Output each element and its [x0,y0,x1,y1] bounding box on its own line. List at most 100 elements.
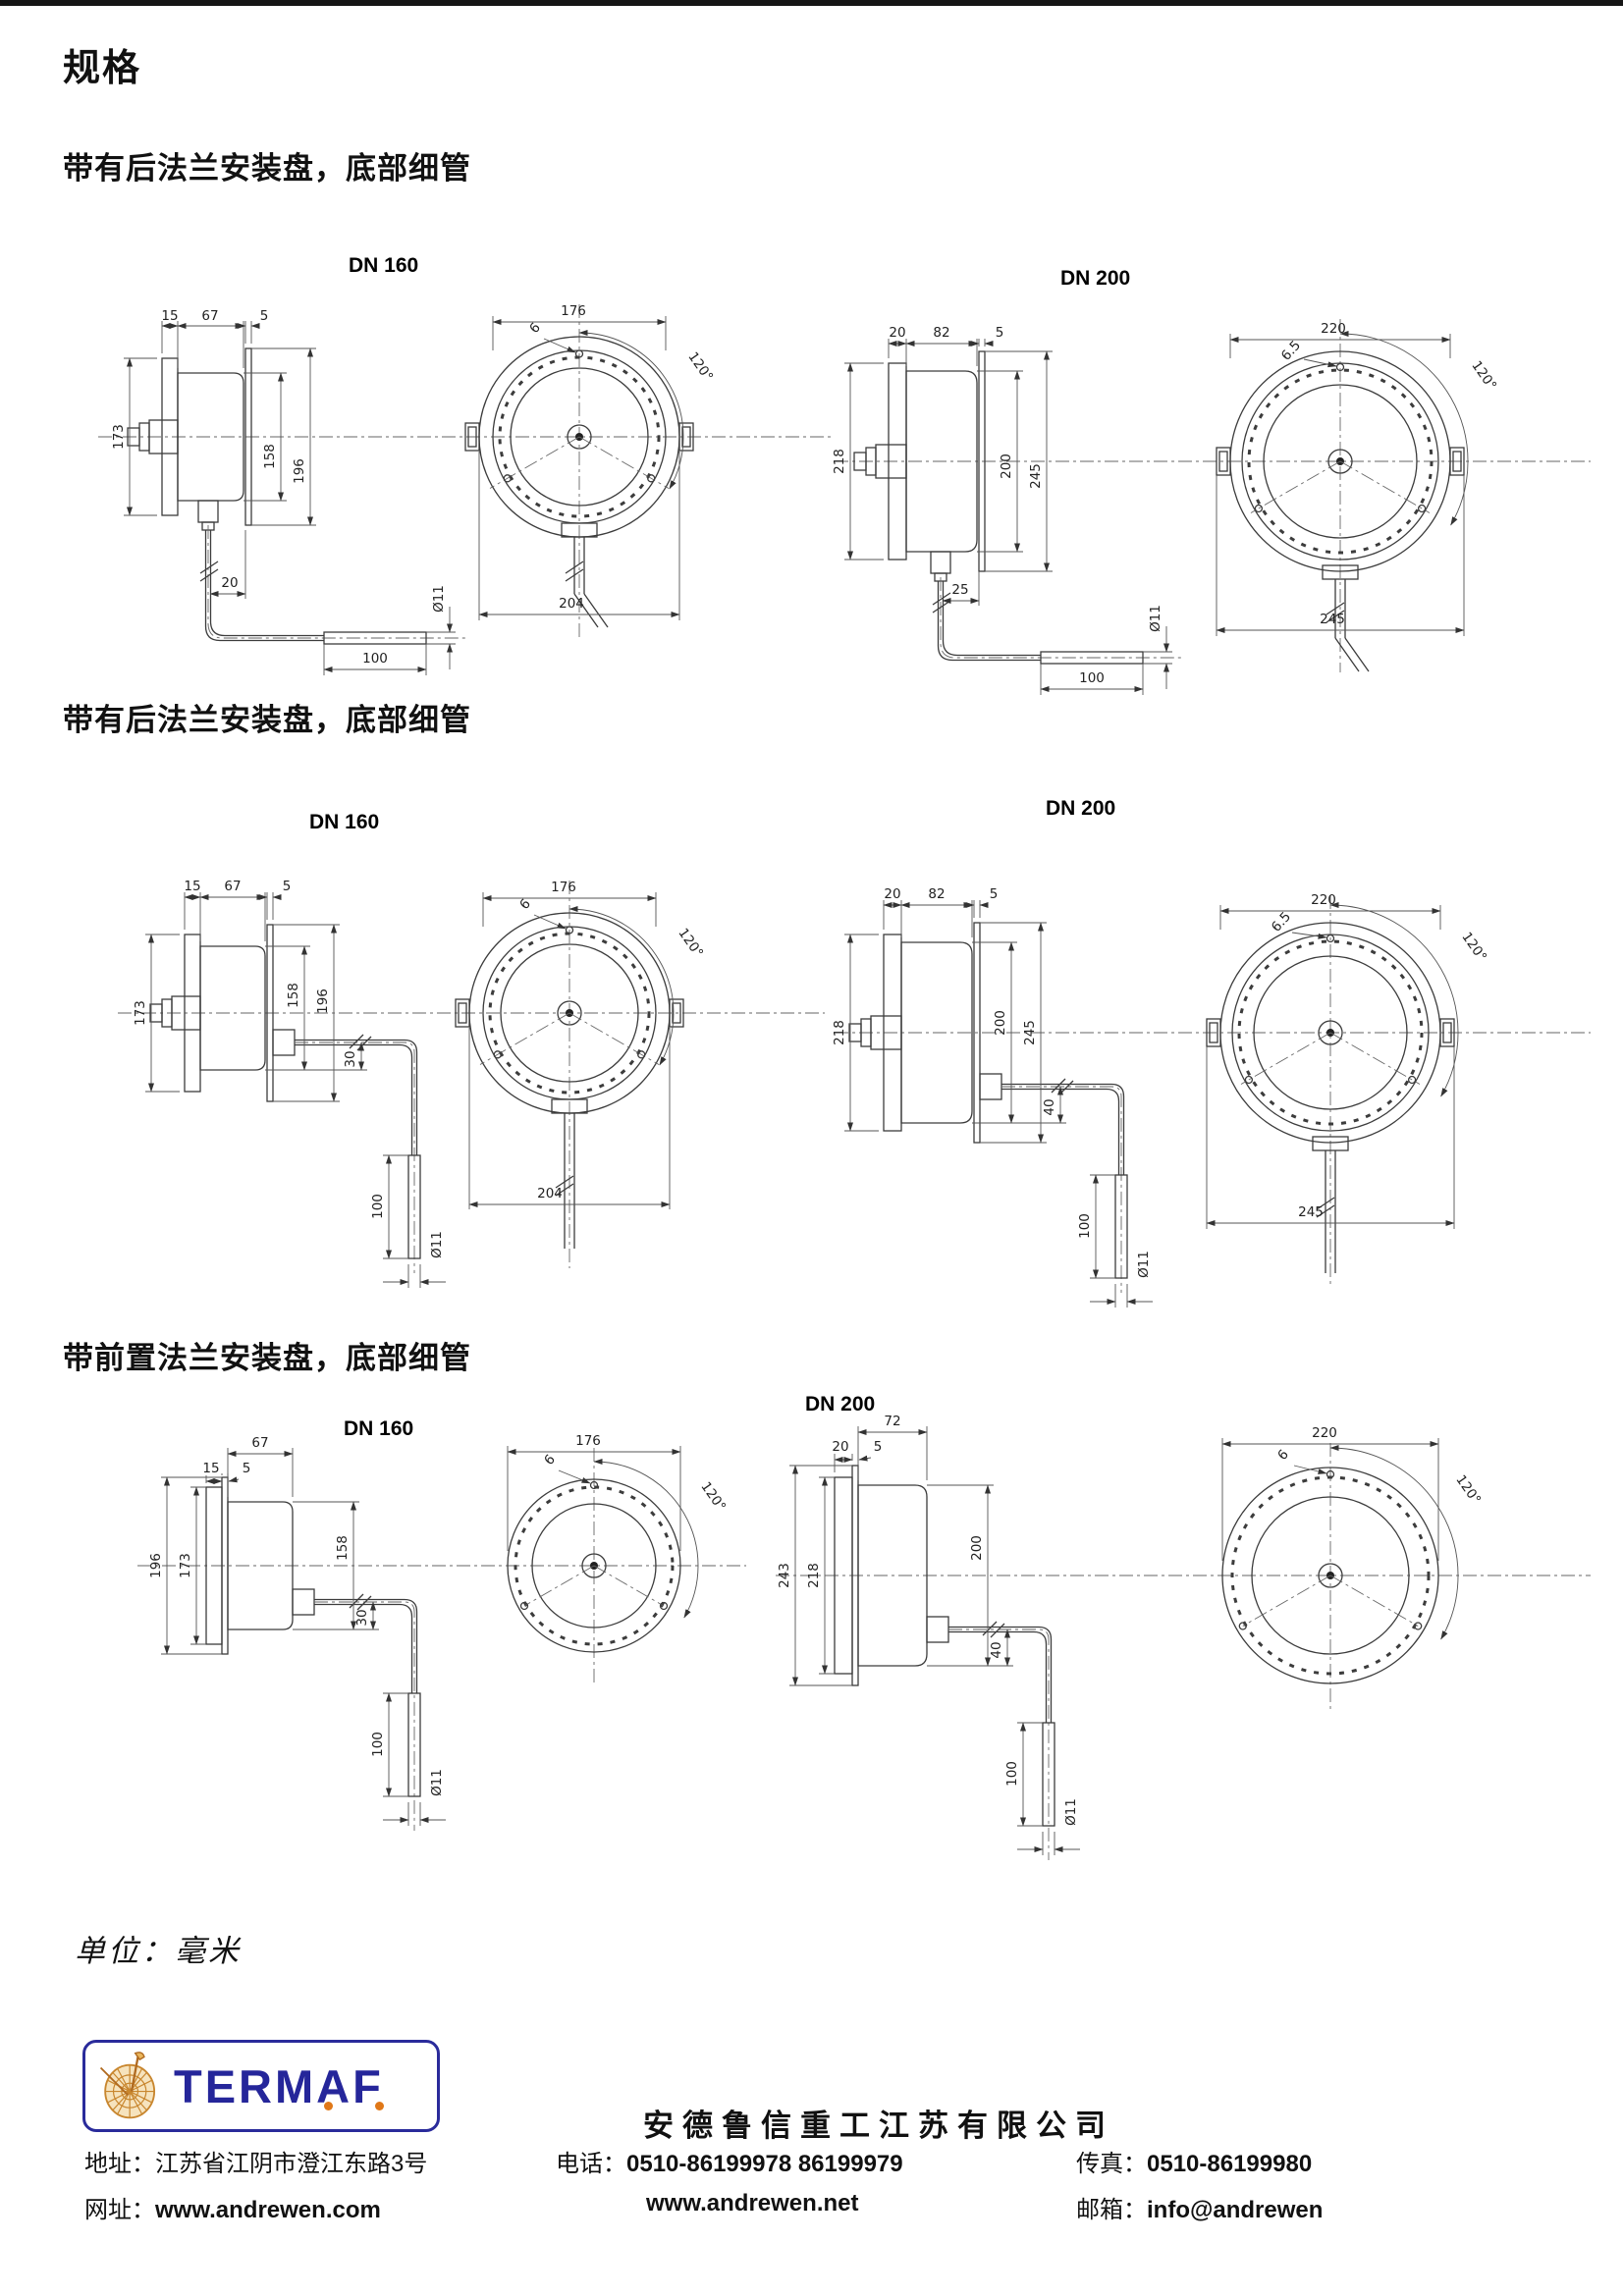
section-1-heading: 带有后法兰安装盘，底部细管 [63,151,471,186]
dim-label: Ø11 [1063,1798,1079,1826]
dim-label: 20 [832,1439,848,1455]
dim-label: 6 [1274,1447,1292,1464]
dim-label: 100 [1079,670,1105,686]
front-view-drawing: 220 6.5 120° 245 [1206,892,1489,1288]
dim-label: 5 [283,879,292,894]
dim-label: 200 [993,1010,1008,1036]
dim-label: 5 [260,308,269,324]
dim-label: 196 [292,458,307,484]
website-value-1: www.andrewen.com [155,2197,381,2223]
dim-label: 204 [559,596,584,612]
dn-size-label: DN 200 [1060,267,1130,290]
dim-label: 120° [675,926,706,961]
dim-label: 220 [1311,892,1336,908]
dim-label: 6 [541,1452,559,1468]
phone-value: 0510-86199978 86199979 [626,2151,903,2177]
phone-line: 电话：0510-86199978 86199979 [556,2144,1076,2178]
dim-label: 15 [161,308,178,324]
fax-label: 传真： [1076,2151,1147,2177]
side-view-drawing: 15 67 5 173 158 196 30 100 Ø11 [118,879,825,1288]
dim-label: 6.5 [1269,909,1294,935]
dim-label: 220 [1321,321,1346,337]
side-view-drawing: 72 20 5 243 218 200 40 100 Ø11 [776,1414,1591,1860]
fax-value: 0510-86199980 [1147,2151,1313,2177]
front-view-drawing: 176 6 120° 204 [455,880,706,1268]
phone-label: 电话： [556,2151,626,2177]
website-label: 网址： [84,2197,155,2223]
front-view-drawing: 220 6 120° [1221,1425,1484,1713]
address-label: 地址： [84,2151,155,2177]
dim-label: 200 [969,1535,985,1561]
email-line: 邮箱：info@andrewen [1076,2190,1557,2224]
dn-size-label: DN 160 [344,1417,413,1440]
logo-wordmark: TERMAF [174,2059,384,2112]
email-value: info@andrewen [1147,2197,1324,2223]
dim-label: 220 [1312,1425,1337,1441]
dim-label: 100 [370,1194,386,1219]
dim-label: 245 [1320,612,1345,627]
dim-label: 67 [201,308,218,324]
dim-label: 25 [951,582,968,598]
dim-label: 6.5 [1278,338,1304,364]
pinwheel-icon [95,2050,168,2122]
dim-label: 176 [551,880,576,895]
dim-label: Ø11 [1148,605,1163,632]
dim-label: Ø11 [429,1769,445,1796]
dim-label: 196 [315,988,331,1014]
logo-dot-icon [375,2102,384,2110]
dim-label: 15 [202,1461,219,1476]
dim-label: 67 [224,879,241,894]
dim-label: Ø11 [431,585,447,613]
front-view-drawing: 176 6 120° [507,1433,729,1683]
page-title: 规格 [63,48,142,89]
front-view-drawing: 176 6 120° 204 [464,303,716,638]
dim-label: 173 [178,1553,193,1578]
dim-label: 72 [884,1414,900,1429]
row-1-drawings: DN 160 15 67 5 173 158 196 20 [98,254,1591,695]
dim-label: 100 [1004,1761,1020,1787]
scan-edge-artifact [0,0,1623,6]
dim-label: 20 [884,886,900,902]
contact-block: 地址：江苏省江阴市澄江东路3号 电话：0510-86199978 8619997… [84,2144,1557,2224]
dim-label: 120° [1458,930,1489,965]
dim-label: 245 [1022,1020,1038,1045]
address-value: 江苏省江阴市澄江东路3号 [155,2151,428,2177]
dim-label: 120° [684,349,716,385]
dim-label: 158 [335,1535,351,1561]
unit-note: 单位：毫米 [75,1934,242,1968]
company-name: 安德鲁信重工江苏有限公司 [643,2109,1114,2143]
logo-dot-icon [324,2102,333,2110]
side-view-drawing: 20 82 5 218 200 245 25 Ø11 100 [832,325,1591,695]
dim-label: Ø11 [1136,1251,1152,1278]
dim-label: 82 [933,325,949,341]
dim-label: 173 [111,424,127,450]
dn-size-label: DN 200 [1046,797,1115,820]
dim-label: Ø11 [429,1231,445,1258]
dim-label: 20 [889,325,905,341]
dim-label: 120° [1452,1472,1484,1508]
dn-size-label: DN 160 [309,811,379,833]
dn-size-label: DN 200 [805,1393,875,1415]
dim-label: 200 [999,454,1014,479]
dim-label: 5 [243,1461,251,1476]
dim-label: 120° [1468,358,1499,394]
email-label: 邮箱： [1076,2197,1147,2223]
dim-label: 100 [362,651,388,667]
section-2-heading: 带有后法兰安装盘，底部细管 [63,703,471,737]
dim-label: 5 [874,1439,883,1455]
dim-label: 67 [251,1435,268,1451]
website-line-2: www.andrewen.net [556,2190,1076,2224]
side-view-drawing: 15 67 5 173 158 196 20 Ø11 100 [98,308,835,675]
dim-label: 218 [806,1563,822,1588]
section-3-heading: 带前置法兰安装盘，底部细管 [63,1341,471,1375]
website-line: 网址：www.andrewen.com [84,2190,556,2224]
row-2-drawings: DN 160 15 67 5 173 158 196 30 [118,797,1591,1308]
dim-label: 204 [537,1186,563,1201]
dim-label: 245 [1028,463,1044,489]
dn-size-label: DN 160 [349,254,418,277]
side-view-drawing: 20 82 5 218 200 245 40 100 Ø11 [832,886,1591,1308]
company-logo: TERMAF [82,2040,440,2132]
dim-label: 243 [777,1563,792,1588]
dim-label: 5 [990,886,999,902]
